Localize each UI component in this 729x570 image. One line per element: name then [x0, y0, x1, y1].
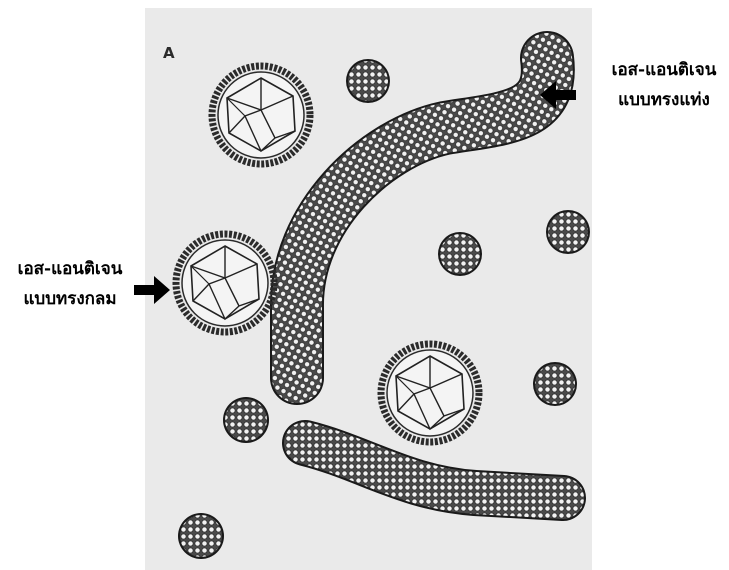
- sphere-antigen-label: เอส-แอนติเจน แบบทรงกลม: [2, 254, 138, 314]
- small-sphere: [223, 397, 269, 443]
- virion-particle: [176, 234, 274, 332]
- virion-particle: [212, 66, 310, 164]
- small-sphere: [438, 232, 482, 276]
- micrograph-drawing: [145, 8, 592, 570]
- small-sphere: [346, 59, 390, 103]
- small-sphere: [178, 513, 224, 559]
- small-sphere: [546, 210, 590, 254]
- rod-antigen-label: เอส-แอนติเจน แบบทรงแท่ง: [604, 55, 724, 115]
- sphere-label-line1: เอส-แอนติเจน: [2, 254, 138, 284]
- sphere-label-line2: แบบทรงกลม: [2, 284, 138, 314]
- rod-label-line1: เอส-แอนติเจน: [604, 55, 724, 85]
- panel-letter: A: [163, 44, 175, 62]
- arrow-icon: [540, 81, 576, 109]
- rod-label-line2: แบบทรงแท่ง: [604, 85, 724, 115]
- arrow-icon: [134, 276, 170, 304]
- micrograph-panel: A: [145, 8, 592, 570]
- small-sphere: [533, 362, 577, 406]
- virion-particle: [381, 344, 479, 442]
